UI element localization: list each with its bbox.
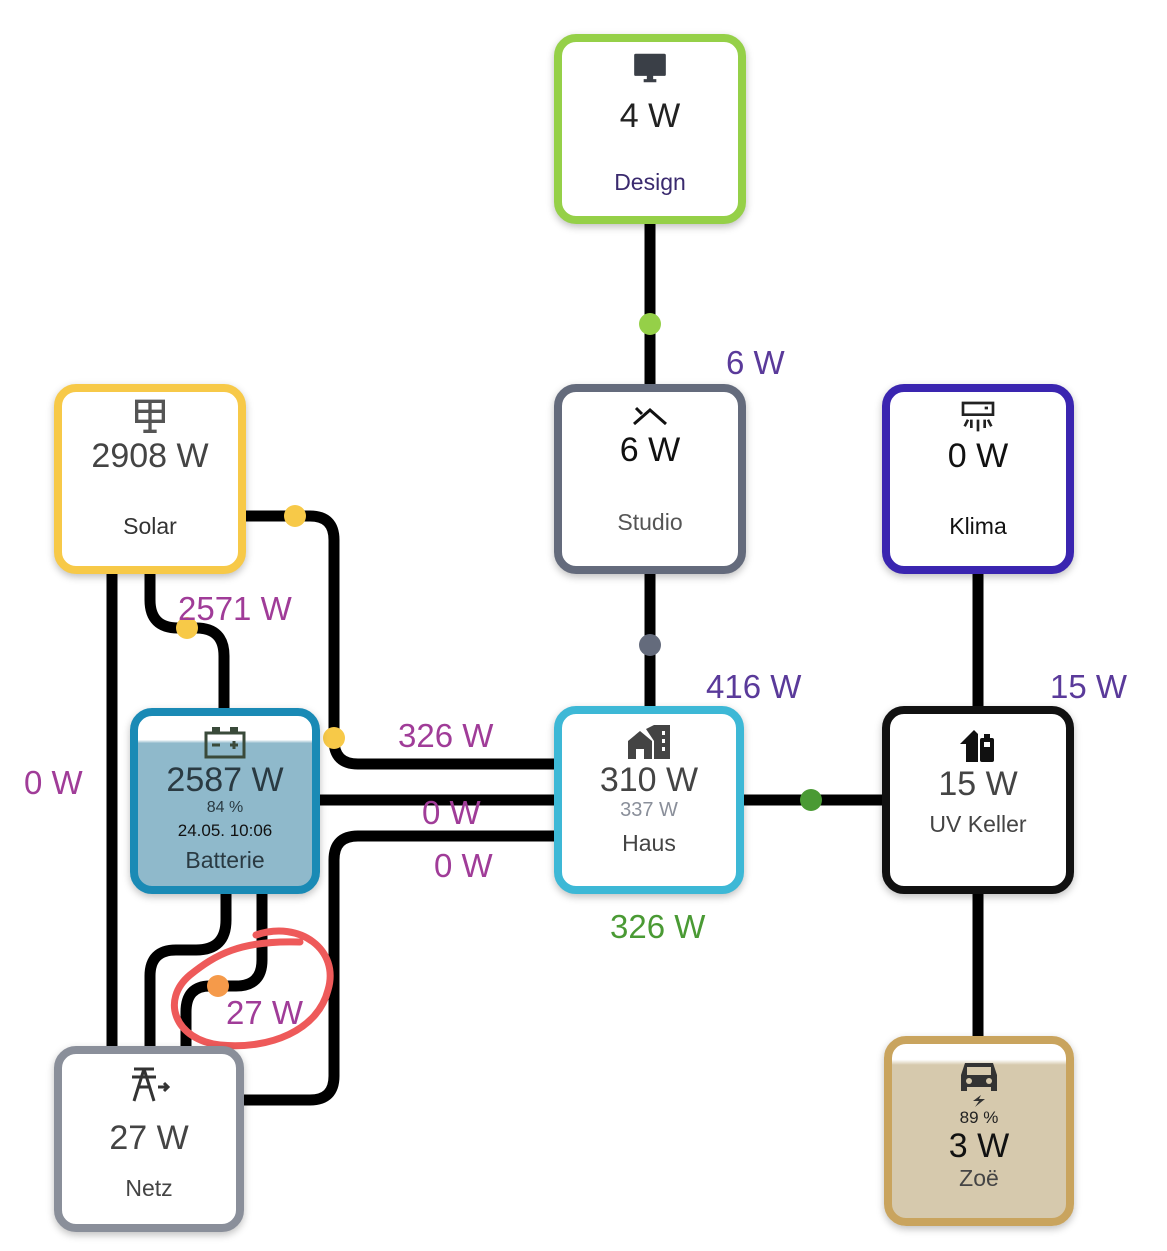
battery-timestamp: 24.05. 10:06 <box>177 821 273 841</box>
line-grid-home <box>244 830 556 1106</box>
node-label: Solar <box>123 513 177 540</box>
flow-dot-solar-home-2 <box>323 727 345 749</box>
node-power: 2908 W <box>91 437 209 475</box>
flow-label-battery-home: 0 W <box>422 794 481 831</box>
flow-label-grid-home: 0 W <box>434 847 493 884</box>
node-label: Netz <box>125 1175 173 1202</box>
annotation-circle <box>170 927 334 1050</box>
node-power: 2587 W <box>166 761 284 799</box>
flow-dot-design <box>639 313 661 335</box>
air-conditioner-icon <box>957 398 999 438</box>
node-label: Haus <box>622 830 676 857</box>
flow-label-home-return: 326 W <box>610 908 706 945</box>
roof-icon <box>630 400 670 432</box>
transmission-tower-export-icon <box>128 1064 170 1104</box>
node-power: 4 W <box>619 97 681 135</box>
node-zoe[interactable]: 89 % 3 W Zoë <box>884 1036 1074 1226</box>
node-power: 27 W <box>109 1119 189 1157</box>
battery-soc: 84 % <box>206 799 244 817</box>
solar-panel-icon <box>130 398 170 438</box>
line-battery-grid-a <box>144 892 232 1048</box>
flow-label-battery-grid: 27 W <box>226 994 304 1031</box>
monitor-icon <box>630 48 670 88</box>
flow-dot-studio <box>639 634 661 656</box>
node-power: 15 W <box>938 765 1018 803</box>
node-power: 310 W <box>599 761 699 799</box>
node-klima[interactable]: 0 W Klima <box>882 384 1074 574</box>
home-battery-icon <box>958 726 998 766</box>
home-secondary-power: 337 W <box>620 799 678 822</box>
car-electric-icon <box>959 1058 999 1108</box>
node-label: Zoë <box>959 1165 999 1192</box>
node-design[interactable]: 4 W Design <box>554 34 746 224</box>
node-label: Klima <box>949 513 1007 540</box>
node-power: 0 W <box>947 437 1009 475</box>
node-battery[interactable]: 2587 W 84 % 24.05. 10:06 Batterie <box>130 708 320 894</box>
car-battery-icon <box>204 722 246 762</box>
node-solar[interactable]: 2908 W Solar <box>54 384 246 574</box>
node-label: UV Keller <box>929 811 1027 838</box>
flow-label-solar-battery: 2571 W <box>178 590 292 627</box>
zoe-soc: 89 % <box>959 1108 999 1127</box>
node-power: 6 W <box>619 431 681 469</box>
flow-label-studio: 6 W <box>726 344 785 381</box>
node-label: Batterie <box>185 847 265 874</box>
node-power: 3 W <box>948 1127 1010 1165</box>
line-solar-home <box>244 510 556 770</box>
node-label: Design <box>614 169 686 196</box>
flow-dot-solar-home-1 <box>284 505 306 527</box>
flow-label-solar-home: 326 W <box>398 717 494 754</box>
flow-dot-uvkeller <box>800 789 822 811</box>
node-grid[interactable]: 27 W Netz <box>54 1046 244 1232</box>
flow-dot-solar-battery <box>176 617 198 639</box>
flow-label-home-studio: 416 W <box>706 668 802 705</box>
node-home[interactable]: 310 W 337 W Haus <box>554 706 744 894</box>
home-city-icon <box>626 722 672 762</box>
flow-label-solar-grid: 0 W <box>24 764 83 801</box>
node-studio[interactable]: 6 W Studio <box>554 384 746 574</box>
flow-label-uv-keller: 15 W <box>1050 668 1128 705</box>
flow-dot-battery-grid <box>207 975 229 997</box>
node-label: Studio <box>617 509 683 536</box>
node-uv-keller[interactable]: 15 W UV Keller <box>882 706 1074 894</box>
